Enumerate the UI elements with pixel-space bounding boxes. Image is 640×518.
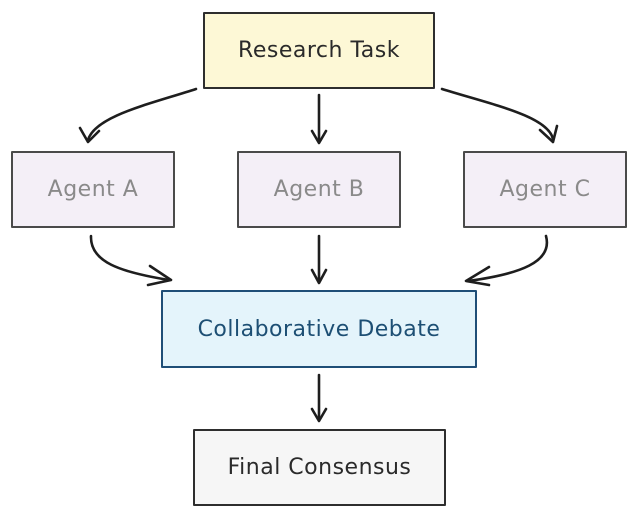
agent-a-node: Agent A bbox=[11, 151, 175, 228]
arrow-agent-a-to-debate bbox=[89, 234, 173, 287]
collaborative-debate-node: Collaborative Debate bbox=[161, 290, 477, 368]
arrow-agent-c-to-debate bbox=[464, 234, 549, 287]
arrow-task-to-agent-c bbox=[440, 87, 559, 144]
final-consensus-node: Final Consensus bbox=[193, 429, 446, 506]
final-consensus-label: Final Consensus bbox=[227, 455, 412, 480]
arrow-task-to-agent-a bbox=[78, 87, 198, 144]
agent-a-label: Agent A bbox=[47, 177, 139, 202]
arrow-agent-b-to-debate bbox=[310, 234, 328, 285]
collaborative-debate-label: Collaborative Debate bbox=[197, 316, 441, 342]
arrow-task-to-agent-b bbox=[310, 93, 328, 145]
agent-c-label: Agent C bbox=[499, 177, 591, 202]
research-task-node: Research Task bbox=[203, 12, 435, 89]
agent-c-node: Agent C bbox=[463, 151, 627, 228]
arrow-debate-to-final bbox=[310, 373, 328, 423]
agent-b-node: Agent B bbox=[237, 151, 401, 228]
agent-b-label: Agent B bbox=[273, 177, 365, 202]
research-task-label: Research Task bbox=[238, 38, 400, 63]
